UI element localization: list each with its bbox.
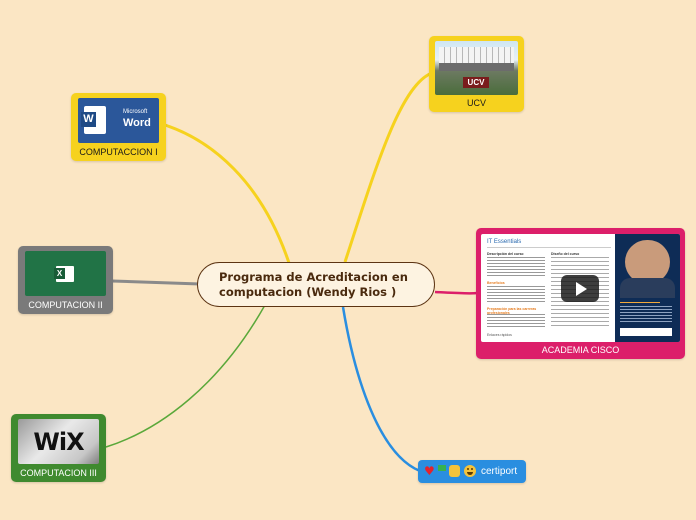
excel-icon: X — [54, 266, 74, 282]
video-col2-heading1: Diseño del curso — [551, 252, 580, 256]
word-product-text: Word — [123, 117, 151, 129]
central-topic[interactable]: Programa de Acreditacion en computacion … — [197, 262, 435, 307]
excel-logo-image: X — [25, 251, 106, 296]
video-page-title: IT Essentials — [487, 239, 522, 245]
central-topic-line1: Programa de Acreditacion en — [219, 269, 408, 284]
ucv-campus-image: UCV — [435, 41, 518, 95]
topic-academia-cisco[interactable]: IT Essentials Descripción del curso Bene… — [476, 228, 685, 359]
topic-ucv[interactable]: UCV UCV — [429, 36, 524, 112]
topic-computacion-iii[interactable]: WiX COMPUTACION III — [11, 414, 106, 482]
topic-ucv-label: UCV — [466, 98, 486, 108]
video-col1-heading1: Descripción del curso — [487, 252, 524, 256]
topic-computaccion-i-label: COMPUTACCION I — [79, 147, 158, 157]
branch-computacion-iii — [105, 304, 266, 448]
ucv-campus-sign: UCV — [463, 77, 489, 88]
wix-logo-image: WiX — [18, 419, 99, 464]
wix-logo-text: WiX — [33, 428, 84, 456]
branch-ucv — [343, 71, 433, 263]
word-icon: W — [81, 106, 106, 134]
flag-icon — [438, 465, 446, 471]
video-col1-heading3: Preparación para las carreras profesiona… — [487, 307, 537, 315]
thumbs-up-icon — [449, 465, 460, 477]
topic-computacion-ii[interactable]: X COMPUTACION II — [18, 246, 113, 314]
word-brand-text: Microsoft — [123, 109, 148, 115]
branch-computacion-ii — [111, 279, 201, 286]
cisco-video-thumbnail[interactable]: IT Essentials Descripción del curso Bene… — [481, 234, 680, 342]
branch-certiport — [341, 306, 421, 473]
branch-academia-cisco — [434, 290, 478, 295]
topic-certiport-label: certiport — [481, 466, 518, 477]
branch-computaccion-i — [164, 123, 292, 267]
topic-computacion-ii-label: COMPUTACION II — [28, 300, 103, 310]
topic-academia-cisco-label: ACADEMIA CISCO — [541, 345, 620, 355]
video-footer-links: Enlaces rápidos — [487, 333, 512, 337]
central-topic-line2: computacion (Wendy Rios ) — [219, 284, 397, 299]
video-side-panel — [615, 234, 680, 342]
video-col1-heading2: Beneficios — [487, 281, 505, 285]
topic-certiport[interactable]: ♥ certiport — [418, 460, 526, 483]
word-logo-image: W Microsoft Word — [78, 98, 159, 143]
topic-computacion-iii-label: COMPUTACION III — [20, 468, 97, 478]
smiley-icon — [464, 465, 476, 477]
heart-icon: ♥ — [424, 464, 435, 478]
topic-computaccion-i[interactable]: W Microsoft Word COMPUTACCION I — [71, 93, 166, 161]
play-button-icon[interactable] — [561, 275, 599, 302]
